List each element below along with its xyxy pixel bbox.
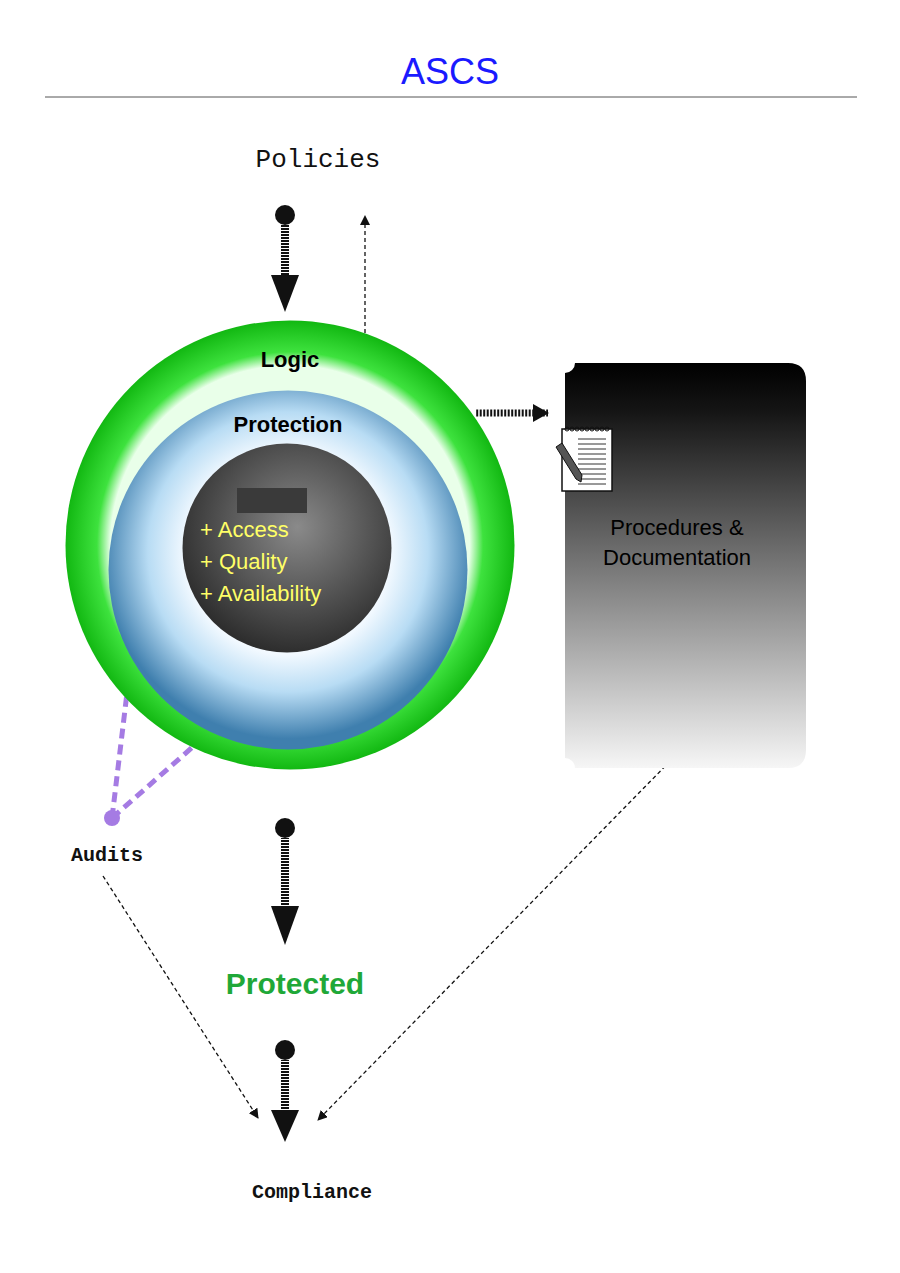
protection-ring-outline [109,391,468,750]
logic-ring-outline [66,321,515,770]
redacted-bar [237,488,307,513]
diagram-title: ASCS [401,52,499,92]
core-item: + Access [200,517,289,543]
node-label: Protection [234,412,343,438]
compliance-arrow [271,1040,299,1142]
core-circle-shape [182,443,392,653]
document-outline [565,363,806,768]
procedures-compliance-arrow [318,746,685,1120]
input-label: Policies [256,144,381,176]
node-label: Logic [261,347,320,373]
core-item: + Availability [200,581,321,607]
core-circle-outline [183,444,392,653]
protected-arrow [271,818,299,945]
procedures-box: Procedures & Documentation [548,363,806,768]
title-rule [45,97,857,98]
policies-arrow [271,205,299,312]
core-item: + Quality [200,549,287,575]
output-label: Compliance [252,1180,372,1206]
audit-label: Audits [71,843,143,869]
node-label: Procedures & Documentation [603,513,751,573]
protection-ring: + Access + Quality + Availability Protectio… [108,390,468,750]
flow-arrow [476,410,548,417]
core-circle: + Access + Quality + Availability [182,443,392,653]
logic-ring: + Access + Quality + Availability Protectio… [65,320,515,770]
state-label: Protected [226,966,364,1002]
notepad-icon [556,427,612,491]
